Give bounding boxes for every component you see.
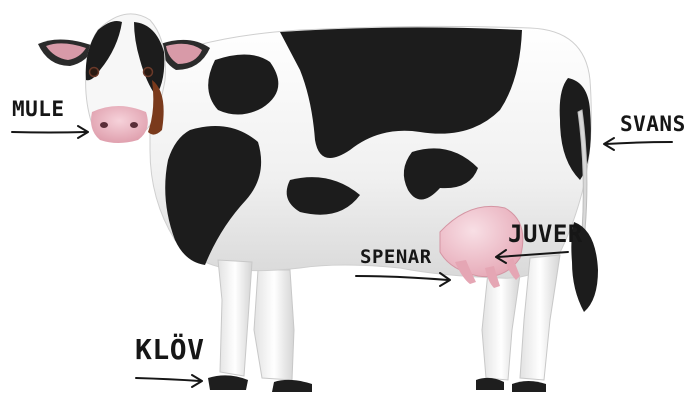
label-juver: JUVER <box>508 220 583 248</box>
near-front-leg <box>208 260 252 390</box>
label-svans: SVANS <box>620 112 685 136</box>
label-spenar: SPENAR <box>360 246 432 268</box>
right-eye <box>144 68 153 77</box>
far-front-leg <box>254 270 312 392</box>
muzzle <box>91 106 148 143</box>
label-klov: KLÖV <box>135 333 204 366</box>
far-back-leg <box>476 272 520 390</box>
left-eye <box>90 68 99 77</box>
label-mule: MULE <box>12 97 65 121</box>
